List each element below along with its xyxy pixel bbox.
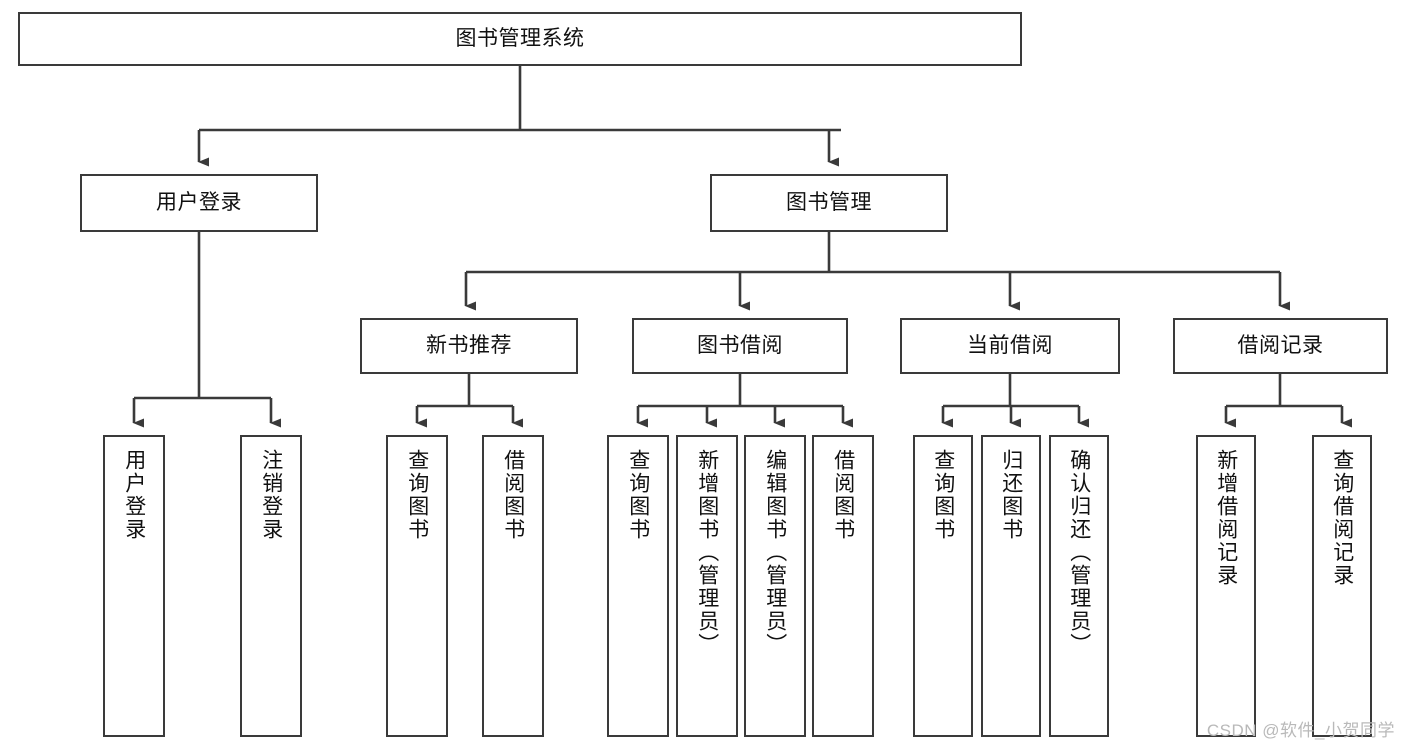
leaf-edit-book-admin-label: 编辑图书（管理员） (763, 449, 787, 656)
leaf-return-book-label: 归还图书 (999, 449, 1023, 541)
node-user-login[interactable]: 用户登录 (80, 174, 318, 232)
leaf-user-login[interactable]: 用户登录 (103, 435, 165, 737)
leaf-logout-login[interactable]: 注销登录 (240, 435, 302, 737)
node-book-borrow-label: 图书借阅 (697, 333, 783, 357)
leaf-query-book-1-label: 查询图书 (405, 449, 429, 541)
leaf-borrow-book-2[interactable]: 借阅图书 (812, 435, 874, 737)
leaf-return-book[interactable]: 归还图书 (981, 435, 1041, 737)
leaf-query-book-3[interactable]: 查询图书 (913, 435, 973, 737)
node-root[interactable]: 图书管理系统 (18, 12, 1022, 66)
leaf-borrow-book-1-label: 借阅图书 (501, 449, 525, 541)
node-book-management-label: 图书管理 (786, 190, 872, 214)
leaf-query-book-2-label: 查询图书 (626, 449, 650, 541)
leaf-query-book-1[interactable]: 查询图书 (386, 435, 448, 737)
leaf-query-book-2[interactable]: 查询图书 (607, 435, 669, 737)
node-current-borrow[interactable]: 当前借阅 (900, 318, 1120, 374)
node-current-borrow-label: 当前借阅 (967, 333, 1053, 357)
leaf-add-book-admin[interactable]: 新增图书（管理员） (676, 435, 738, 737)
leaf-user-login-label: 用户登录 (122, 449, 146, 541)
leaf-add-borrow-record-label: 新增借阅记录 (1214, 449, 1238, 587)
node-user-login-label: 用户登录 (156, 190, 242, 214)
leaf-query-borrow-record-label: 查询借阅记录 (1330, 449, 1354, 587)
node-borrow-record[interactable]: 借阅记录 (1173, 318, 1388, 374)
leaf-query-book-3-label: 查询图书 (931, 449, 955, 541)
leaf-add-borrow-record[interactable]: 新增借阅记录 (1196, 435, 1256, 737)
leaf-add-book-admin-label: 新增图书（管理员） (695, 449, 719, 656)
node-book-management[interactable]: 图书管理 (710, 174, 948, 232)
leaf-logout-login-label: 注销登录 (259, 449, 283, 541)
node-borrow-record-label: 借阅记录 (1237, 333, 1324, 357)
leaf-edit-book-admin[interactable]: 编辑图书（管理员） (744, 435, 806, 737)
watermark: CSDN @软件_小贺同学 (1206, 721, 1395, 740)
node-root-label: 图书管理系统 (455, 26, 585, 50)
leaf-confirm-return-admin-label: 确认归还（管理员） (1067, 449, 1091, 656)
node-new-book-recommend-label: 新书推荐 (426, 333, 512, 357)
leaf-borrow-book-1[interactable]: 借阅图书 (482, 435, 544, 737)
node-new-book-recommend[interactable]: 新书推荐 (360, 318, 578, 374)
leaf-query-borrow-record[interactable]: 查询借阅记录 (1312, 435, 1372, 737)
leaf-borrow-book-2-label: 借阅图书 (831, 449, 855, 541)
node-book-borrow[interactable]: 图书借阅 (632, 318, 848, 374)
leaf-confirm-return-admin[interactable]: 确认归还（管理员） (1049, 435, 1109, 737)
